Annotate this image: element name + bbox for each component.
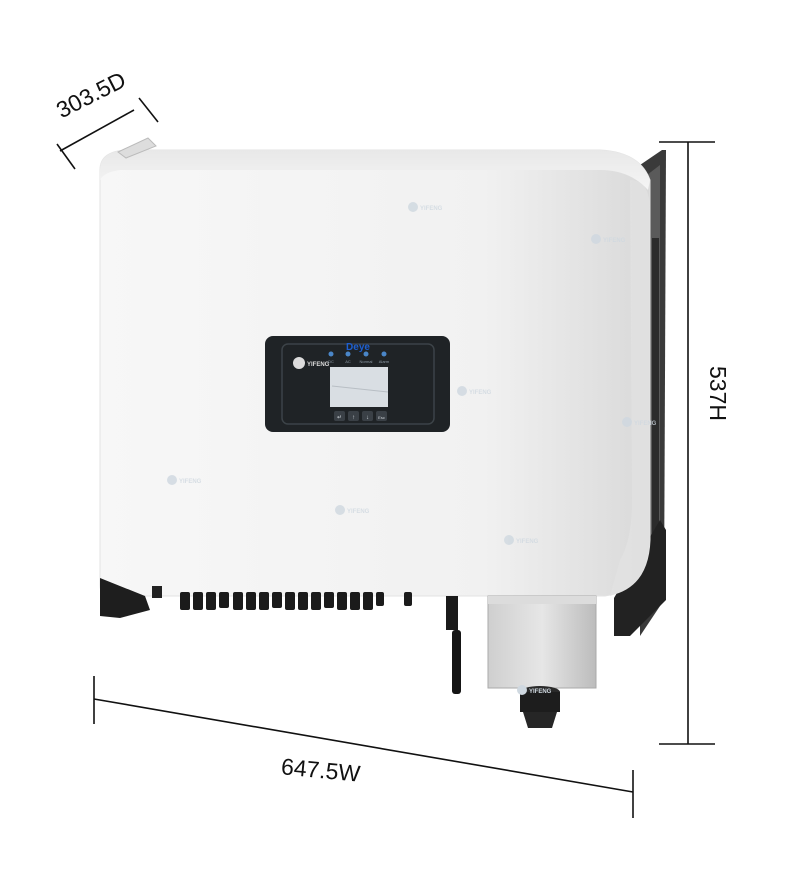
connector xyxy=(246,592,256,610)
depth-dimension-line xyxy=(59,109,135,152)
watermark-text: YIFENG xyxy=(179,479,202,485)
watermark-logo-icon xyxy=(504,535,514,545)
connector xyxy=(298,592,308,610)
logo-icon xyxy=(293,357,305,369)
connector xyxy=(337,592,347,610)
led-dc xyxy=(328,351,334,357)
watermark-logo-icon xyxy=(457,386,467,396)
depth-tick-right xyxy=(138,97,159,123)
watermark-text: YIFENG xyxy=(516,539,539,545)
connector xyxy=(311,592,321,610)
ac-terminal-box: YIFENG xyxy=(487,595,597,728)
display-panel: Deye DC AC Normal Alarm ↵ ↑ ↓ xyxy=(265,336,450,432)
bottom-left-bracket xyxy=(100,578,150,618)
watermark-logo-icon xyxy=(335,505,345,515)
up-button-label: ↑ xyxy=(352,415,355,421)
connector xyxy=(206,592,216,610)
connector xyxy=(233,592,243,610)
led-label-ac: AC xyxy=(345,359,351,364)
width-dimension-line xyxy=(93,698,634,793)
dimension-lines xyxy=(56,97,715,818)
connector xyxy=(219,592,229,608)
watermark-logo-icon xyxy=(591,234,601,244)
panel-watermark: YIFENG xyxy=(307,362,330,368)
watermark-logo-icon xyxy=(517,685,527,695)
status-leds: DC AC Normal Alarm xyxy=(328,351,390,364)
led-alarm xyxy=(381,351,387,357)
depth-tick-left xyxy=(56,143,76,170)
down-button-label: ↓ xyxy=(366,415,369,421)
watermark-text: YIFENG xyxy=(347,509,370,515)
connector xyxy=(376,592,384,606)
watermark-text: YIFENG xyxy=(469,390,492,396)
watermark-text: YIFENG xyxy=(603,238,626,244)
panel-buttons: ↵ ↑ ↓ Esc xyxy=(334,411,387,421)
height-label: 537H xyxy=(704,366,731,421)
connector xyxy=(193,592,203,610)
led-label-dc: DC xyxy=(328,359,334,364)
connector xyxy=(180,592,190,610)
watermark-text: YIFENG xyxy=(634,421,657,427)
watermark-text: YIFENG xyxy=(420,206,443,212)
down-button xyxy=(362,411,373,421)
watermark-text: YIFENG xyxy=(529,689,552,695)
led-label-normal: Normal xyxy=(360,359,373,364)
body-watermarks: YIFENG YIFENG YIFENG YIFENG YIFENG YIFEN… xyxy=(167,202,657,545)
connector xyxy=(350,592,360,610)
esc-button-label: Esc xyxy=(378,415,385,420)
watermark-logo-icon xyxy=(622,417,632,427)
led-normal xyxy=(363,351,369,357)
enter-button-label: ↵ xyxy=(337,415,342,421)
panel-brand: Deye xyxy=(346,342,370,353)
led-ac xyxy=(345,351,351,357)
connector xyxy=(259,592,269,610)
connector xyxy=(272,592,282,608)
esc-button xyxy=(376,411,387,421)
dc-connectors xyxy=(180,592,412,610)
watermark-logo-icon xyxy=(408,202,418,212)
up-button xyxy=(348,411,359,421)
wifi-antenna xyxy=(446,596,461,694)
bottom-vent xyxy=(152,586,162,598)
connector xyxy=(404,592,412,606)
led-label-alarm: Alarm xyxy=(379,359,390,364)
connector xyxy=(285,592,295,610)
enter-button xyxy=(334,411,345,421)
connector xyxy=(363,592,373,610)
watermark-logo-icon xyxy=(167,475,177,485)
connector xyxy=(324,592,334,608)
